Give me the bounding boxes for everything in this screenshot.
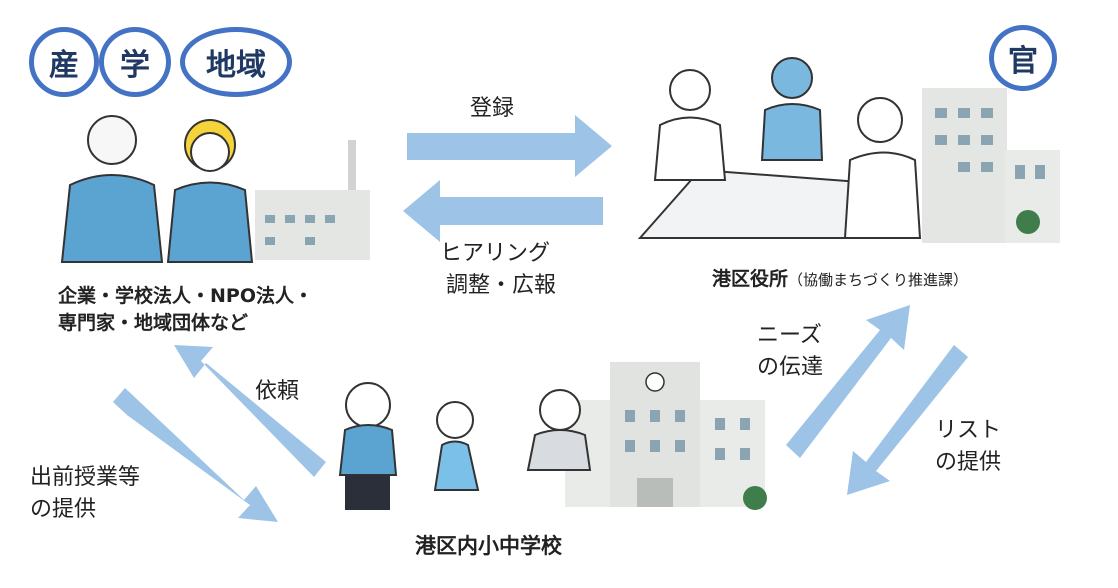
- arrow-list-downleft: [847, 345, 968, 495]
- arrow-register-right: [407, 115, 612, 177]
- office-dept: （協働まちづくり推進課）: [788, 271, 969, 289]
- office-illustration: [637, 57, 1060, 243]
- arrow-lesson-downright: [113, 388, 278, 522]
- badge-industry: 産: [29, 27, 99, 97]
- label-list-2: の提供: [935, 450, 1002, 475]
- label-needs-2: の伝達: [757, 355, 824, 380]
- label-partners-1: 企業・学校法人・NPO法人・: [58, 285, 313, 307]
- label-lesson-2: の提供: [30, 497, 97, 522]
- label-hearing-1: ヒアリング: [440, 241, 551, 266]
- label-lesson-1: 出前授業等: [30, 465, 141, 490]
- label-request: 依頼: [255, 379, 300, 404]
- badge-community: 地域: [180, 27, 292, 97]
- label-needs-1: ニーズ: [757, 323, 822, 348]
- label-partners-2: 専門家・地域団体など: [58, 312, 249, 334]
- arrow-needs-upright: [786, 305, 910, 458]
- label-schools: 港区内小中学校: [415, 534, 562, 558]
- arrow-hearing-left: [403, 180, 603, 242]
- badge-academia: 学: [99, 27, 171, 97]
- label-register: 登録: [470, 96, 515, 121]
- arrows: [113, 115, 968, 522]
- label-hearing-2: 調整・広報: [446, 273, 557, 298]
- office-name: 港区役所: [712, 268, 789, 290]
- school-illustration: [338, 362, 767, 510]
- arrow-request-upleft: [174, 345, 326, 477]
- badge-government: 官: [989, 25, 1057, 91]
- partners-illustration: [60, 115, 370, 263]
- label-list-1: リスト: [935, 418, 1002, 443]
- label-office: 港区役所（協働まちづくり推進課）: [712, 266, 968, 294]
